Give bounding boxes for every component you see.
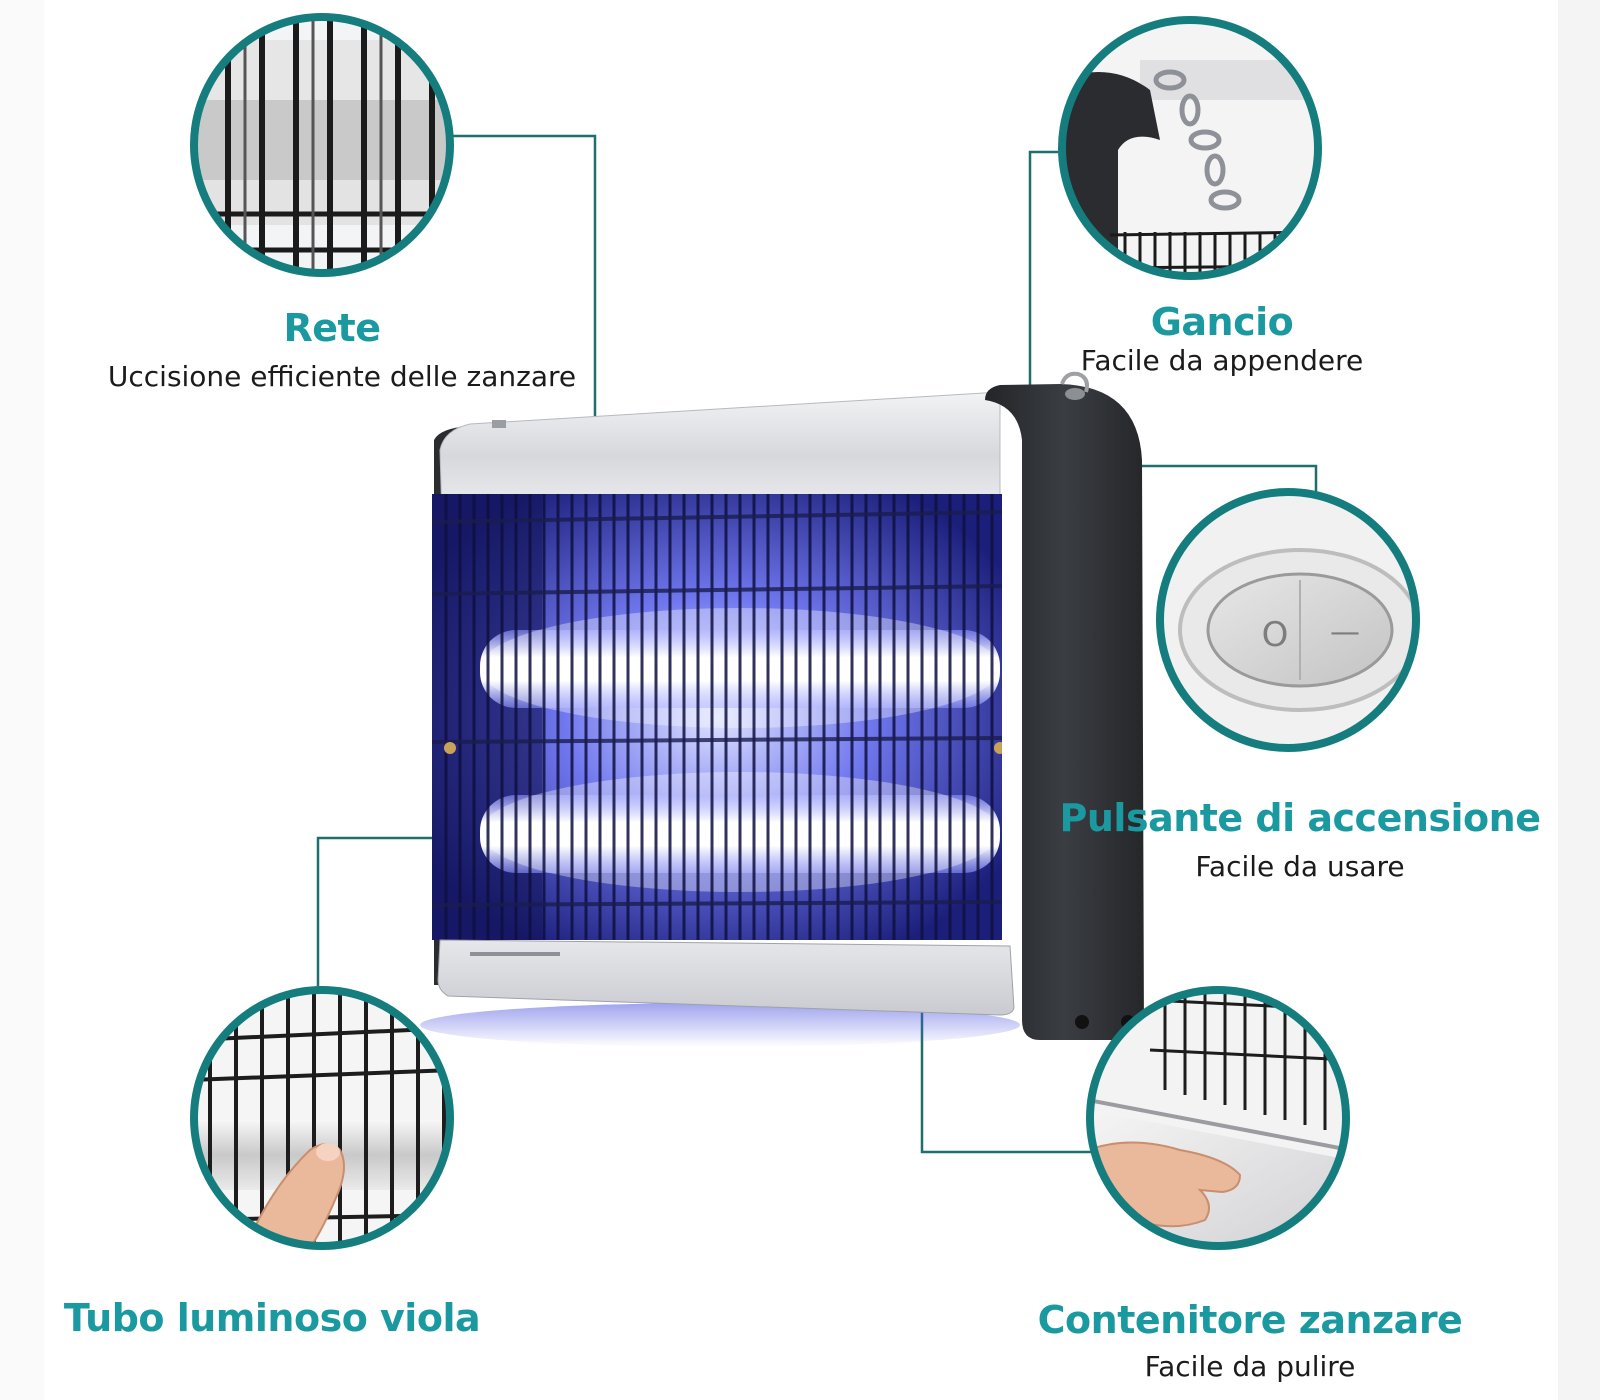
feature-title-rete: Rete [283, 306, 381, 350]
feature-desc-pulsante: Facile da usare [1195, 850, 1405, 883]
switch-on-symbol: — [1330, 615, 1360, 650]
gancio-closeup-circle [1058, 16, 1322, 280]
pulsante-closeup-circle [1156, 488, 1420, 752]
left-margin [0, 0, 44, 1400]
bug-zapper-device [420, 371, 1144, 1047]
feature-title-gancio: Gancio [1150, 300, 1294, 344]
callout-line-contenitore [920, 1012, 1092, 1154]
rete-closeup-circle [190, 13, 454, 277]
feature-desc-rete: Uccisione efficiente delle zanzare [107, 360, 577, 393]
callout-line-pulsante [1135, 464, 1318, 500]
contenitore-closeup-circle [1086, 986, 1350, 1250]
right-margin [1558, 0, 1600, 1400]
feature-title-tubo: Tubo luminoso viola [63, 1296, 481, 1340]
switch-off-symbol: O [1262, 615, 1289, 655]
front-grid-wires [444, 494, 994, 940]
callout-line-gancio [1028, 150, 1063, 385]
feature-desc-contenitore: Facile da pulire [1144, 1350, 1356, 1383]
feature-title-pulsante: Pulsante di accensione [1059, 796, 1541, 840]
tubo-closeup-circle [190, 986, 454, 1250]
feature-desc-gancio: Facile da appendere [1080, 344, 1364, 377]
feature-title-contenitore: Contenitore zanzare [1037, 1298, 1463, 1342]
